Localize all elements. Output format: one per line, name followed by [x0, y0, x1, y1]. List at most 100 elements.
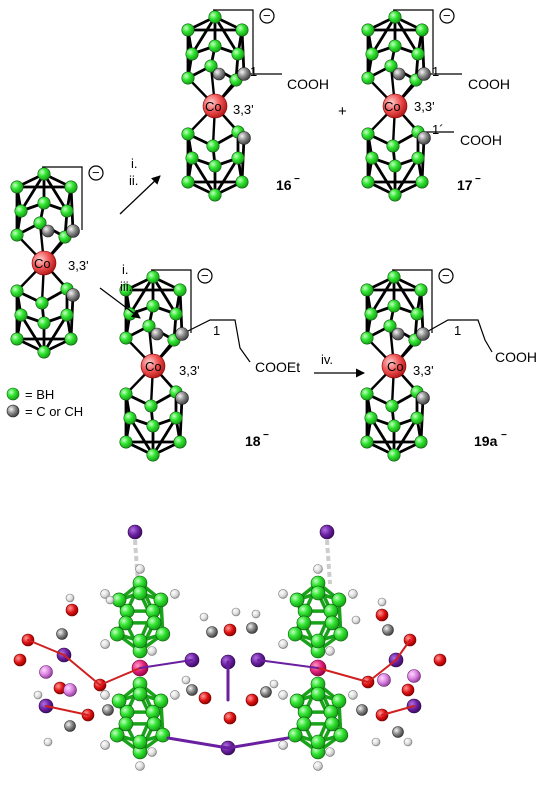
- crystal-hydrogen: [377, 597, 387, 607]
- pos-1-19a: 1: [454, 323, 461, 338]
- crystal-boron: [132, 633, 148, 649]
- cage-bond: [393, 15, 420, 56]
- boron-atom: [173, 435, 187, 449]
- boron-atom: [60, 308, 74, 322]
- cobalt-atom: [382, 93, 408, 119]
- crystal-sodium: [407, 669, 421, 683]
- carbon-atom: [175, 327, 189, 341]
- crystal-hydrogen: [33, 690, 43, 700]
- crystal-carbon: [206, 626, 218, 638]
- boron-atom: [410, 307, 424, 321]
- crystal-cage: [100, 564, 180, 670]
- plus-sign: +: [338, 103, 347, 120]
- boron-atom: [206, 139, 220, 153]
- crystal-hydrogen: [278, 740, 288, 750]
- crystal-oxygen: [433, 653, 447, 667]
- boron-atom: [388, 188, 402, 202]
- charge-bracket: −: [392, 268, 454, 333]
- iodine-bond: [226, 736, 290, 750]
- crystal-boron: [109, 727, 125, 743]
- carbon-atom: [150, 327, 164, 341]
- cage-bond: [370, 156, 397, 197]
- compound-charge: −: [263, 430, 269, 441]
- crystal-cage: [278, 665, 358, 771]
- charge-circle: [439, 8, 455, 24]
- boron-atom: [185, 47, 199, 61]
- cage-bond: [42, 313, 69, 354]
- step-ii: ii.: [129, 173, 138, 188]
- cobaltabisdicarbollide: −: [119, 268, 251, 462]
- boron-atom: [383, 319, 397, 333]
- crystal-hydrogen: [170, 589, 180, 599]
- boron-atom: [181, 175, 195, 189]
- charge-circle: [259, 8, 275, 24]
- crystal-boron: [111, 693, 127, 709]
- boron-atom: [119, 331, 133, 345]
- boron-atom: [385, 399, 399, 413]
- boron-atom: [361, 71, 375, 85]
- boron-atom: [37, 196, 51, 210]
- crystal-hydrogen: [181, 675, 191, 685]
- compound-number: 19a: [474, 433, 498, 449]
- boron-atom: [361, 127, 375, 141]
- boron-atom: [387, 448, 401, 462]
- boron-atom: [146, 299, 160, 313]
- crystal-boron: [132, 585, 148, 601]
- crystal-oxygen: [223, 711, 237, 725]
- boron-atom: [365, 47, 379, 61]
- pos-1p-17: 1´: [432, 122, 444, 137]
- crystal-boron: [333, 727, 349, 743]
- crystal-hydrogen: [348, 589, 358, 599]
- crystal-carbon: [392, 726, 404, 738]
- charge-symbol: −: [443, 8, 451, 23]
- carbon-atom: [417, 67, 431, 81]
- boron-atom: [387, 299, 401, 313]
- carbon-atom: [41, 224, 55, 238]
- boron-atom: [173, 283, 187, 297]
- crystal-boron: [289, 693, 305, 709]
- crystal-hydrogen: [313, 564, 323, 574]
- crystal-boron: [155, 626, 171, 642]
- cage-bond: [151, 275, 178, 316]
- crystal-hydrogen: [135, 761, 145, 771]
- cage-bond: [151, 416, 178, 457]
- reaction-arrows: [99, 175, 365, 378]
- boron-atom: [37, 167, 51, 181]
- coordination-bond: [45, 705, 89, 716]
- cobalt-atom: [140, 353, 166, 379]
- boron-atom: [37, 316, 51, 330]
- pos-1-16: 1: [250, 64, 257, 79]
- carbon-atom: [175, 391, 189, 405]
- crystal-boron: [153, 693, 169, 709]
- cage-bond: [369, 416, 396, 457]
- crystal-hydrogen: [251, 609, 261, 619]
- carbon-atom: [416, 327, 430, 341]
- bracket-line: [42, 166, 83, 230]
- boron-atom: [364, 411, 378, 425]
- co-label-17: Co: [384, 99, 401, 114]
- bracket-line: [392, 269, 433, 333]
- boron-atom: [231, 151, 245, 165]
- charge-symbol: −: [263, 8, 271, 23]
- crystal-boron: [146, 716, 162, 732]
- crystal-hydrogen: [313, 761, 323, 771]
- crystal-hydrogen: [199, 612, 209, 622]
- compound-16-label: 16 −: [276, 174, 300, 193]
- coordination-bond: [99, 667, 141, 686]
- pos-1-18: 1: [213, 323, 220, 338]
- crystal-hydrogen: [403, 737, 413, 747]
- boron-atom: [146, 270, 160, 284]
- co-label-19a: Co: [387, 359, 404, 374]
- boron-atom: [386, 139, 400, 153]
- pos-33-18: 3,3': [179, 363, 200, 378]
- compound-charge: −: [475, 174, 481, 185]
- crystal-boron: [310, 585, 326, 601]
- crystal-hydrogen: [100, 589, 110, 599]
- boron-atom: [33, 216, 47, 230]
- charge-bracket: −: [151, 268, 213, 333]
- cooh-19a: COOH: [495, 349, 537, 365]
- boron-atom: [64, 180, 78, 194]
- crystal-carbon: [382, 624, 394, 636]
- boron-atom: [208, 159, 222, 173]
- substituent-chain: [422, 319, 493, 353]
